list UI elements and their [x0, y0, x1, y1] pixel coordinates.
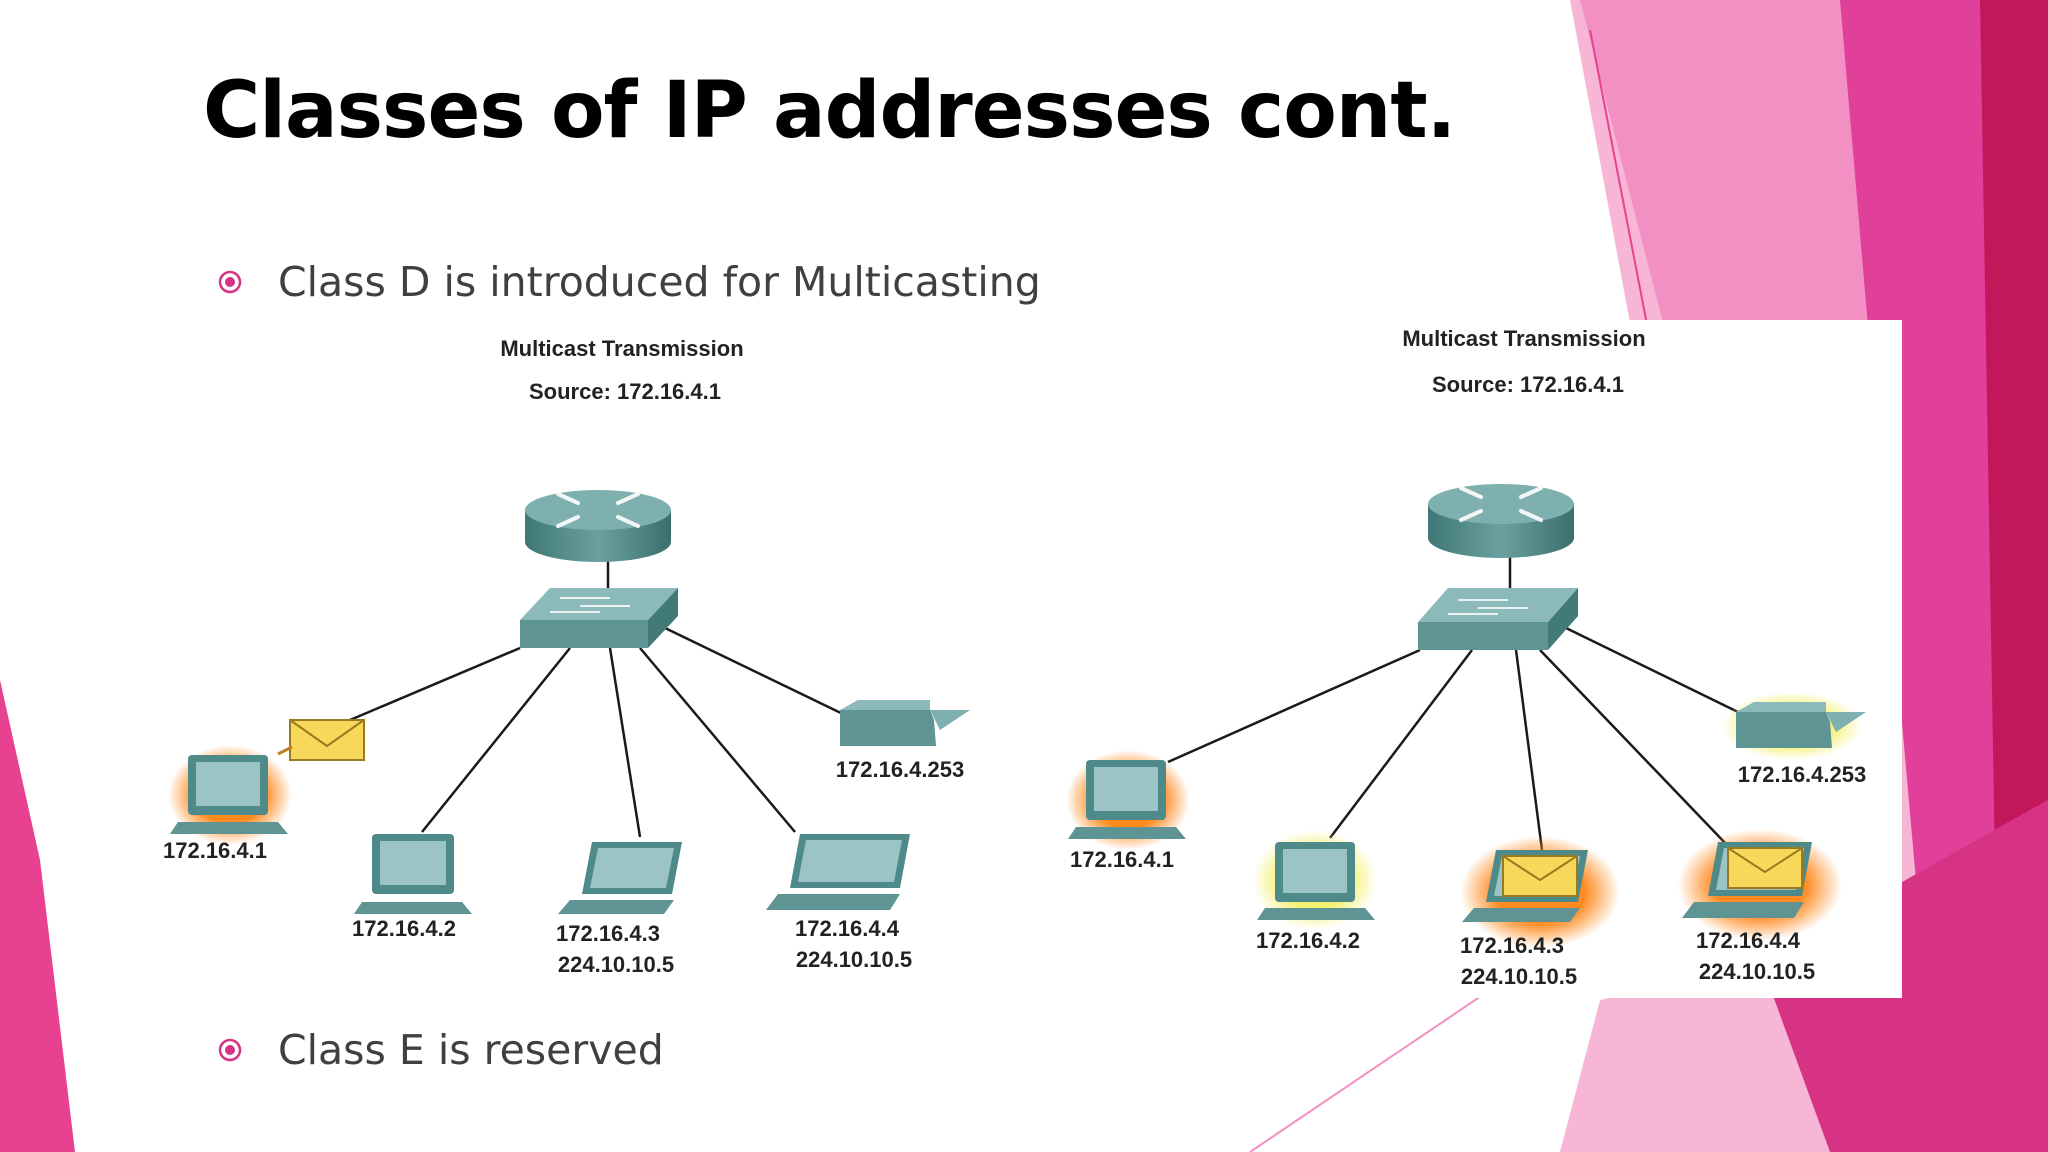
multicast-diagram-left: Multicast Transmission Source: 172.16.4.… [140, 322, 1020, 1022]
host-ip-label: 172.16.4.4 [1696, 928, 1801, 953]
switch-icon [1418, 588, 1578, 650]
bullet-icon [218, 270, 242, 294]
envelope-icon [277, 719, 365, 761]
host-ip-label: 172.16.4.3 [1460, 933, 1564, 958]
host-ip-label: 172.16.4.2 [1256, 928, 1360, 953]
bullet-text: Class E is reserved [278, 1026, 664, 1074]
host-group-label: 224.10.10.5 [796, 947, 912, 972]
diagram-heading: Multicast Transmission [500, 336, 743, 361]
network-links [1167, 540, 1741, 851]
envelope-icon [1727, 847, 1803, 889]
bullet-class-d: Class D is introduced for Multicasting [218, 258, 1041, 306]
diagram-heading: Multicast Transmission [1402, 326, 1645, 351]
switch-icon [520, 588, 678, 648]
host-ip-label: 172.16.4.3 [556, 921, 660, 946]
router-icon [525, 490, 671, 562]
bullet-text: Class D is introduced for Multicasting [278, 258, 1041, 306]
host-ip-label: 172.16.4.253 [836, 757, 964, 782]
host-printer-172-16-4-253 [1722, 692, 1866, 760]
host-group-label: 224.10.10.5 [1461, 964, 1577, 989]
diagram-source: Source: 172.16.4.1 [529, 379, 721, 404]
host-laptop-172-16-4-3 [558, 842, 682, 914]
host-pc-172-16-4-1 [168, 745, 292, 845]
slide-title: Classes of IP addresses cont. [203, 66, 1456, 156]
network-links [349, 542, 846, 838]
host-ip-label: 172.16.4.4 [795, 916, 900, 941]
host-group-label: 224.10.10.5 [1699, 959, 1815, 984]
bullet-icon [218, 1038, 242, 1062]
bullet-class-e: Class E is reserved [218, 1026, 664, 1074]
host-ip-label: 172.16.4.2 [352, 916, 456, 941]
router-icon [1428, 484, 1574, 558]
host-pc-172-16-4-2 [1253, 830, 1377, 930]
host-pc-172-16-4-1 [1066, 750, 1190, 850]
host-group-label: 224.10.10.5 [558, 952, 674, 977]
host-ip-label: 172.16.4.253 [1738, 762, 1866, 787]
host-laptop-172-16-4-4 [766, 834, 910, 910]
host-ip-label: 172.16.4.1 [163, 838, 267, 863]
host-ip-label: 172.16.4.1 [1070, 847, 1174, 872]
envelope-icon [1502, 855, 1578, 897]
multicast-diagram-right: Multicast Transmission Source: 172.16.4.… [1040, 320, 1902, 998]
diagram-source: Source: 172.16.4.1 [1432, 372, 1624, 397]
host-pc-172-16-4-2 [354, 834, 472, 914]
host-printer-172-16-4-253 [840, 700, 970, 746]
